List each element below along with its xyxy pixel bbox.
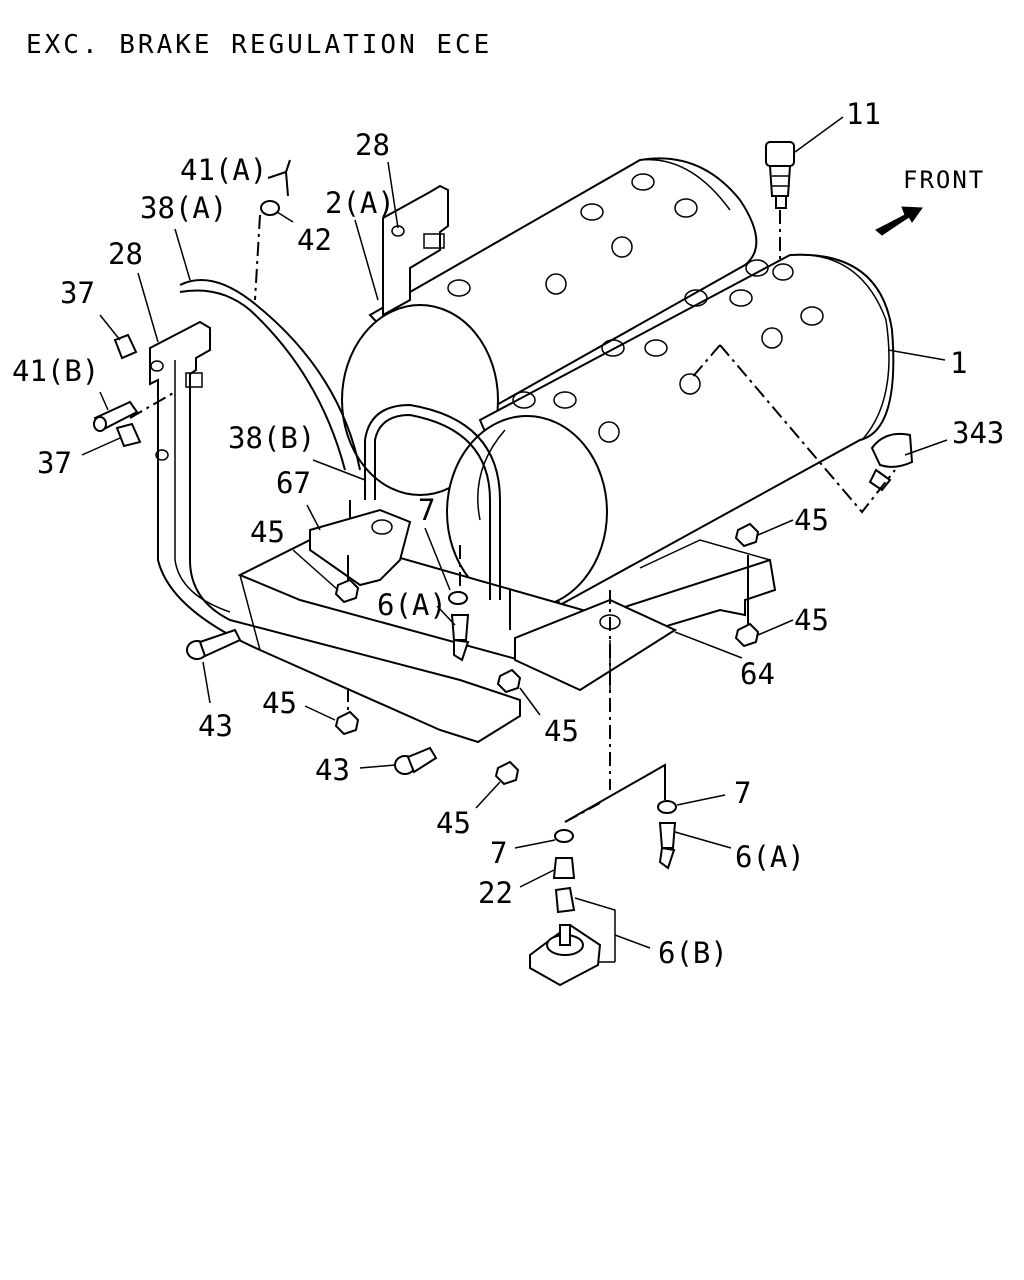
- callout-45-bottom: 45: [436, 806, 471, 840]
- callout-45-bottom-left: 45: [262, 686, 297, 720]
- callout-38a: 38(A): [140, 191, 227, 225]
- drain-valve-11: [765, 141, 795, 209]
- air-tank-rear: [341, 157, 758, 496]
- bracket-67: [309, 508, 412, 587]
- callout-38b: 38(B): [228, 421, 315, 455]
- leader-lines: [81, 116, 948, 963]
- callout-7-lower: 7: [490, 836, 507, 870]
- callout-1: 1: [950, 346, 967, 380]
- callout-45-left: 45: [250, 515, 285, 549]
- callout-41a: 41(A): [180, 153, 267, 187]
- plate-64: [514, 598, 678, 692]
- frame-bracket-rear: [382, 184, 449, 317]
- fitting-6a-mid: [450, 614, 470, 662]
- callout-42: 42: [297, 223, 332, 257]
- valve-6b: [529, 886, 602, 987]
- callout-6a-mid: 6(A): [377, 588, 447, 622]
- washer-7-mid: [448, 591, 468, 605]
- callout-6b: 6(B): [658, 936, 728, 970]
- pin-41a: [267, 159, 291, 197]
- washer-7-lower: [554, 829, 574, 843]
- elbow-fitting-343: [868, 432, 914, 492]
- callout-28-left: 28: [108, 237, 143, 271]
- assembly-lines: [129, 210, 896, 823]
- callout-45-right-bottom: 45: [794, 603, 829, 637]
- washer-7-right: [657, 800, 677, 814]
- callout-6a-lower: 6(A): [735, 840, 805, 874]
- washer-42: [260, 200, 280, 216]
- bolt-43-left: [186, 628, 242, 660]
- callout-64: 64: [740, 657, 775, 691]
- adapter-22: [552, 857, 576, 879]
- bolt-37-bottom: [115, 422, 142, 448]
- callout-45-center: 45: [544, 714, 579, 748]
- callout-43-left: 43: [198, 709, 233, 743]
- bolt-43-bottom: [394, 746, 438, 775]
- callout-67: 67: [276, 466, 311, 500]
- bolt-41b: [93, 400, 139, 432]
- bolt-37-top: [113, 333, 138, 360]
- callout-28-top: 28: [355, 128, 390, 162]
- callout-11: 11: [846, 97, 881, 131]
- callout-7-right: 7: [734, 776, 751, 810]
- front-label: FRONT: [903, 166, 985, 194]
- callout-343: 343: [952, 416, 1004, 450]
- callout-22: 22: [478, 876, 513, 910]
- frame-bracket-left: [149, 320, 521, 744]
- callout-45-right-top: 45: [794, 503, 829, 537]
- callout-37-top: 37: [60, 276, 95, 310]
- u-bolt-38b: [349, 403, 511, 630]
- tank-fittings: [447, 173, 824, 443]
- nuts-45: [334, 522, 760, 786]
- callout-7-mid: 7: [418, 493, 435, 527]
- front-arrow: [875, 206, 923, 236]
- callout-2a: 2(A): [325, 186, 395, 220]
- callout-37-bottom: 37: [37, 446, 72, 480]
- callout-43-bottom: 43: [315, 753, 350, 787]
- callout-41b: 41(B): [12, 354, 99, 388]
- fitting-6a-lower: [658, 822, 677, 870]
- tank-strap-a: [179, 279, 361, 471]
- diagram-title: EXC. BRAKE REGULATION ECE: [26, 30, 493, 60]
